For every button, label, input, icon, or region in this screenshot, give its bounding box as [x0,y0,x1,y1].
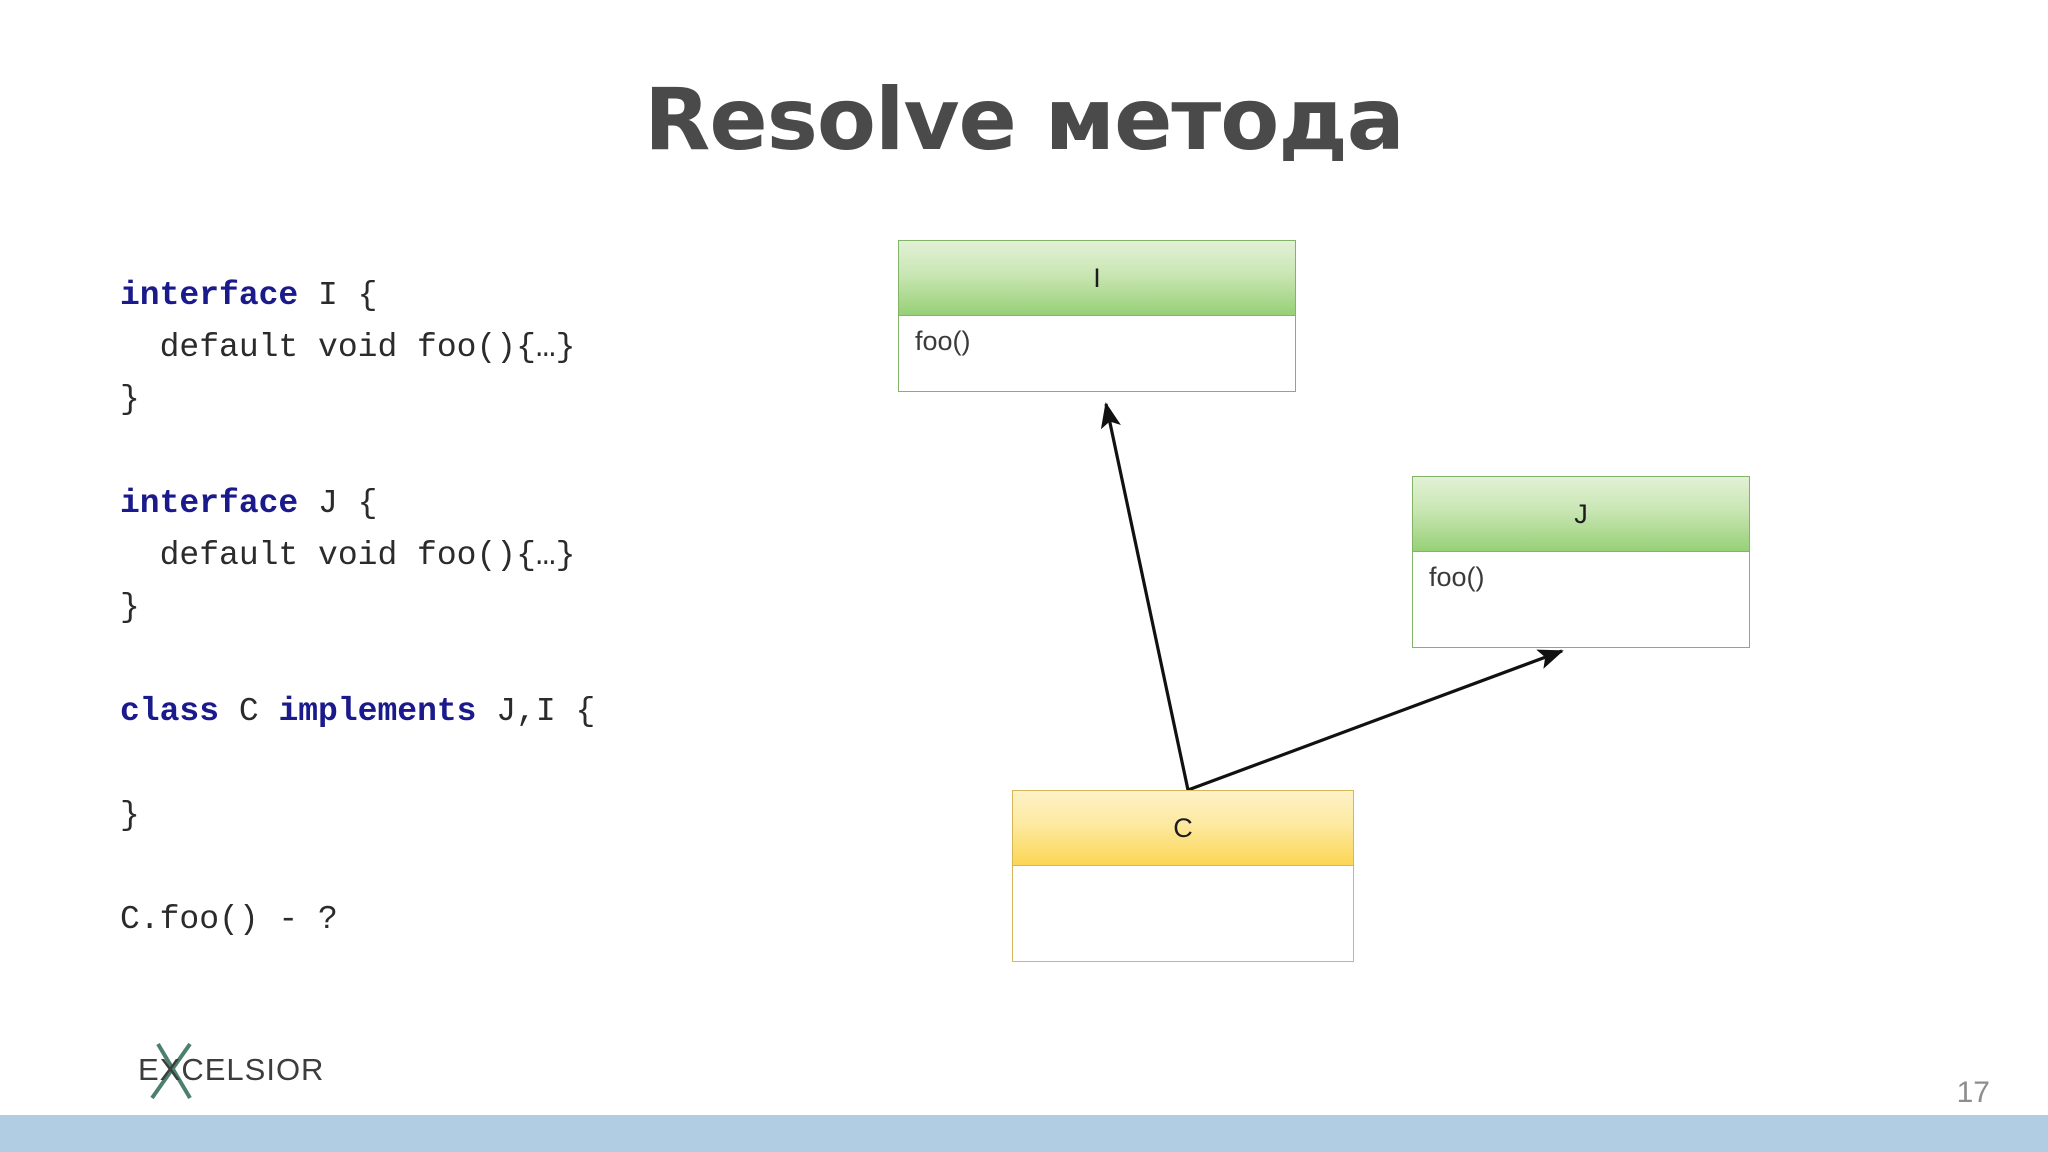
code-text: J,I { [476,693,596,730]
code-text: default void foo(){…} [120,329,576,366]
code-listing: interface I { default void foo(){…}} int… [120,270,820,946]
code-line: } [120,582,820,634]
code-keyword: interface [120,277,299,314]
uml-box-j-title: J [1412,476,1750,552]
logo-text: EXCELSIOR [138,1052,325,1087]
code-text: } [120,797,140,834]
code-line: class C implements J,I { [120,686,820,738]
code-line [120,738,820,790]
code-keyword: interface [120,485,299,522]
code-text: } [120,589,140,626]
page-number: 17 [1956,1076,1990,1109]
code-text: I { [298,277,378,314]
code-text: C [219,693,279,730]
code-line [120,842,820,894]
uml-box-i-title: I [898,240,1296,316]
code-line [120,634,820,686]
code-line: interface I { [120,270,820,322]
code-text: J { [298,485,378,522]
edge-c-to-i [1100,402,1190,791]
code-text: default void foo(){…} [120,537,576,574]
uml-box-c-title: C [1012,790,1354,866]
uml-box-c-members [1012,866,1354,962]
uml-box-j[interactable]: J foo() [1412,476,1750,648]
bottom-bar [0,1115,2048,1152]
code-line: interface J { [120,478,820,530]
uml-box-i-members: foo() [898,316,1296,392]
code-text: C.foo() - ? [120,901,338,938]
uml-box-j-members: foo() [1412,552,1750,648]
code-line: default void foo(){…} [120,530,820,582]
code-line: } [120,790,820,842]
uml-box-c[interactable]: C [1012,790,1354,962]
code-keyword: class [120,693,220,730]
edge-c-to-j [1187,649,1564,792]
code-keyword: implements [278,693,477,730]
uml-box-i[interactable]: I foo() [898,240,1296,392]
code-line: C.foo() - ? [120,894,820,946]
code-line: default void foo(){…} [120,322,820,374]
excelsior-logo: EXCELSIOR [138,1040,338,1102]
logo-x-mark-icon [150,1042,192,1100]
code-line: } [120,374,820,426]
code-line [120,426,820,478]
page-title: Resolve метода [644,70,1405,170]
code-text: } [120,381,140,418]
